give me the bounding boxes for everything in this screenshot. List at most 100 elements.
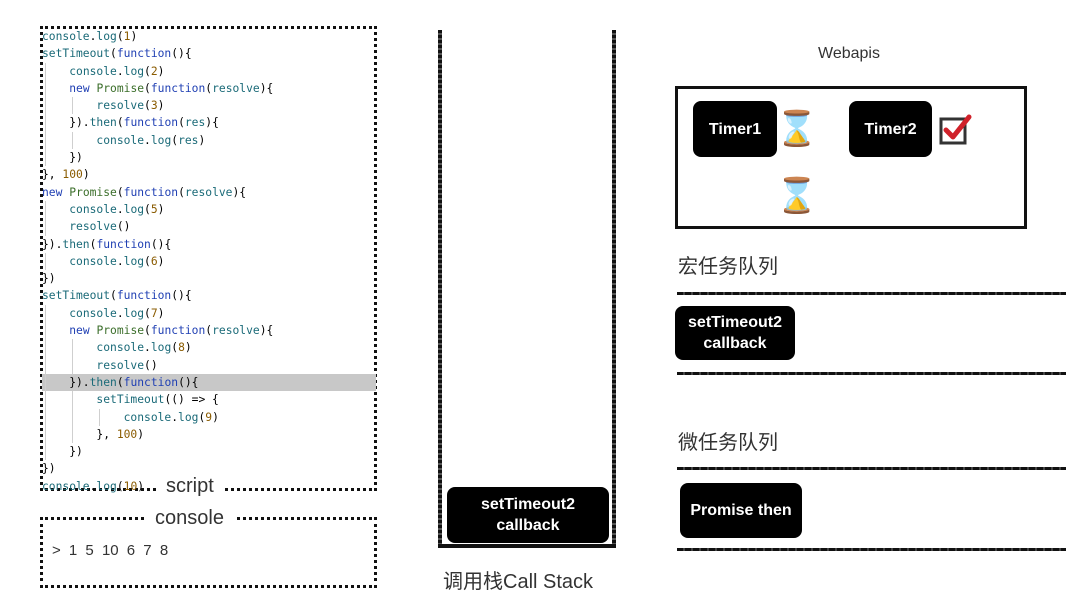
- code-text: new Promise(function(resolve){: [69, 324, 274, 338]
- call-stack-item: setTimeout2 callback: [447, 487, 609, 543]
- timer2-label: Timer2: [864, 120, 917, 138]
- indent-guide: [45, 200, 46, 219]
- call-stack-label: 调用栈Call Stack: [443, 571, 594, 593]
- indent-guide: [72, 97, 74, 115]
- code-line: console.log(6): [42, 252, 376, 271]
- indent-guide: [72, 408, 74, 426]
- code-text: console.log(10): [42, 479, 145, 493]
- code-text: }).then(function(){: [42, 375, 199, 389]
- code-line: }).then(function(res){: [42, 114, 376, 132]
- console-output: > 1 5 10 6 7 8: [52, 542, 169, 559]
- code-text: }).then(function(){: [42, 237, 172, 251]
- indent-guide: [72, 425, 74, 444]
- micro-queue-top-line: [677, 467, 1066, 470]
- code-text: console.log(6): [69, 254, 165, 268]
- code-text: console.log(1): [42, 30, 138, 43]
- indent-guide: [72, 356, 74, 374]
- code-line: resolve(): [42, 356, 376, 374]
- code-editor: console.log(1) setTimeout(function(){ con…: [42, 28, 376, 495]
- code-line: console.log(1): [42, 28, 376, 45]
- indent-guide: [45, 373, 46, 392]
- code-text: new Promise(function(resolve){: [69, 81, 274, 95]
- indent-guide: [45, 149, 46, 167]
- call-stack-right-wall: [612, 30, 616, 548]
- code-line: console.log(5): [42, 200, 376, 219]
- webapis-panel: [675, 86, 1027, 229]
- code-text: resolve(): [96, 358, 158, 372]
- code-line: }): [42, 443, 376, 461]
- indent-guide: [45, 339, 46, 357]
- code-line: resolve(): [42, 218, 376, 236]
- indent-guide: [45, 97, 46, 115]
- indent-guide: [72, 131, 74, 150]
- code-text: console.log(5): [69, 202, 165, 216]
- code-line: new Promise(function(resolve){: [42, 79, 376, 98]
- indent-guide: [45, 131, 46, 150]
- code-text: }): [42, 151, 83, 165]
- code-text: console.log(7): [69, 306, 165, 320]
- indent-guide: [45, 391, 46, 409]
- indent-guide: [45, 218, 46, 236]
- call-stack-item-line2: callback: [496, 517, 560, 534]
- indent-guide: [45, 408, 46, 426]
- code-text: console.log(9): [123, 410, 219, 424]
- macro-queue-bottom-line: [677, 372, 1066, 375]
- indent-guide: [45, 304, 46, 323]
- indent-guide: [45, 443, 46, 461]
- code-line: }, 100): [42, 166, 376, 183]
- indent-guide: [45, 114, 46, 132]
- code-line: console.log(7): [42, 304, 376, 323]
- code-line: new Promise(function(resolve){: [42, 322, 376, 340]
- code-text: resolve(3): [96, 99, 165, 113]
- code-line: }).then(function(){: [42, 373, 376, 392]
- code-text: new Promise(function(resolve){: [42, 185, 247, 199]
- indent-guide: [45, 425, 46, 444]
- indent-guide: [45, 322, 46, 340]
- macro-queue-item-line1: setTimeout2: [688, 314, 782, 331]
- code-text: console.log(res): [96, 133, 206, 147]
- hourglass-icon: ⌛: [775, 177, 819, 215]
- code-line: console.log(2): [42, 62, 376, 80]
- timer1-label: Timer1: [708, 120, 762, 138]
- code-text: resolve(): [69, 220, 131, 234]
- code-text: }): [42, 272, 56, 286]
- code-line: }).then(function(){: [42, 236, 376, 253]
- code-line: }): [42, 270, 376, 287]
- micro-queue-item: Promise then: [680, 483, 802, 538]
- code-line: console.log(8): [42, 339, 376, 357]
- code-line: setTimeout(function(){: [42, 45, 376, 62]
- code-text: setTimeout(() => {: [96, 393, 219, 407]
- indent-guide: [45, 62, 46, 80]
- indent-guide: [72, 339, 74, 357]
- indent-guide: [45, 252, 46, 271]
- code-line: console.log(res): [42, 131, 376, 150]
- code-text: setTimeout(function(){: [42, 47, 192, 61]
- indent-guide: [45, 79, 46, 98]
- macro-queue-top-line: [677, 292, 1066, 295]
- code-line: }, 100): [42, 425, 376, 444]
- code-line: console.log(9): [42, 408, 376, 426]
- timer1-block: Timer1: [693, 101, 777, 157]
- indent-guide: [99, 408, 101, 426]
- code-text: }): [42, 445, 83, 459]
- code-text: }): [42, 462, 56, 476]
- macro-queue-item: setTimeout2 callback: [675, 306, 795, 360]
- script-title: script: [156, 475, 224, 498]
- macro-queue-label: 宏任务队列: [678, 256, 778, 278]
- code-line: setTimeout(function(){: [42, 287, 376, 304]
- console-title: console: [145, 507, 234, 530]
- code-line: resolve(3): [42, 97, 376, 115]
- timer2-block: Timer2: [849, 101, 932, 157]
- code-text: }, 100): [42, 427, 145, 441]
- code-line: }): [42, 460, 376, 477]
- code-line: console.log(10): [42, 478, 376, 495]
- hourglass-icon: ⌛: [775, 110, 819, 148]
- indent-guide: [45, 356, 46, 374]
- micro-queue-bottom-line: [677, 548, 1066, 551]
- code-text: }).then(function(res){: [42, 116, 219, 130]
- micro-queue-label: 微任务队列: [678, 432, 778, 454]
- call-stack-item-line1: setTimeout2: [481, 496, 575, 513]
- code-text: }, 100): [42, 168, 90, 182]
- micro-queue-item-label: Promise then: [690, 502, 792, 519]
- webapis-title: Webapis: [818, 45, 880, 62]
